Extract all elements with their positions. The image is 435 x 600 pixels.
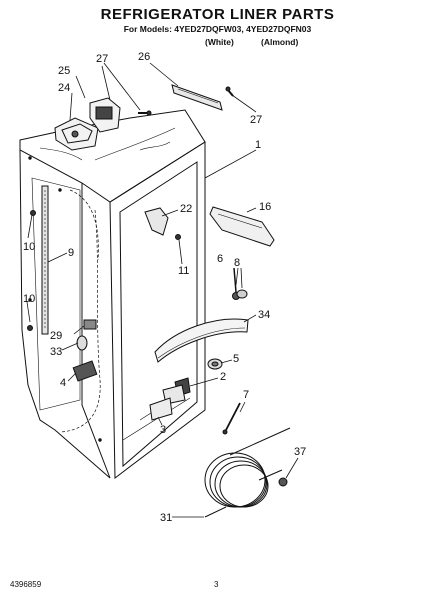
variant-almond-label: (Almond): [261, 37, 299, 47]
part-4: [73, 361, 97, 381]
callout-37: 37: [294, 446, 306, 458]
callout-1: 1: [255, 139, 261, 151]
screw-part-11: [176, 235, 181, 240]
screw-part-27-left: [138, 111, 151, 115]
callout-22: 22: [180, 203, 192, 215]
screw-part-7: [223, 403, 240, 434]
callout-5: 5: [233, 353, 239, 365]
socket-part-29: [84, 320, 96, 329]
callout-34: 34: [258, 309, 270, 321]
control-housing-part-24: [55, 118, 98, 150]
part-3: [150, 398, 172, 420]
screw-part-10-lower: [28, 326, 33, 331]
bracket-part-16: [210, 207, 274, 246]
callout-29: 29: [50, 330, 62, 342]
page-number: 3: [214, 580, 219, 589]
callout-33: 33: [50, 346, 62, 358]
callout-10-lower: 10: [23, 293, 35, 305]
cover-part-34: [155, 319, 248, 362]
callout-24: 24: [58, 82, 70, 94]
screw-part-27-right: [226, 87, 233, 96]
callout-labels: 1 2 3 4 5 6 7 8 9 10 10 11 16 22 24 25 2…: [23, 51, 306, 524]
damper-part-25: [90, 98, 120, 132]
bracket-part-22: [145, 208, 168, 235]
callout-25: 25: [58, 65, 70, 77]
callout-10-upper: 10: [23, 241, 35, 253]
callout-2: 2: [220, 371, 226, 383]
callout-8: 8: [234, 257, 240, 269]
callout-7: 7: [243, 389, 249, 401]
callout-9: 9: [68, 247, 74, 259]
grommet-part-5: [208, 359, 222, 369]
variant-white-label: (White): [205, 37, 234, 47]
callout-31: 31: [160, 512, 172, 524]
vertical-rail-part-9: [42, 186, 48, 334]
callout-4: 4: [60, 377, 66, 389]
callout-16: 16: [259, 201, 271, 213]
model-numbers: For Models: 4YED27DQFW03, 4YED27DQFN03: [123, 24, 312, 34]
coiled-tube-part-31: [205, 428, 290, 517]
screw-part-10-upper: [31, 211, 36, 216]
leader-lines: [27, 63, 298, 517]
callout-27-left: 27: [96, 53, 108, 65]
callout-6: 6: [217, 253, 223, 265]
callout-3: 3: [160, 424, 166, 436]
callout-11: 11: [178, 265, 189, 277]
top-rail-part-26: [172, 85, 222, 110]
part-number: 4396859: [10, 580, 42, 589]
callout-26: 26: [138, 51, 150, 63]
clip-part-8: [237, 290, 247, 298]
bulb-part-33: [77, 336, 87, 350]
callout-27-right: 27: [250, 114, 262, 126]
page-title: REFRIGERATOR LINER PARTS: [100, 6, 335, 23]
nut-part-37: [279, 478, 287, 486]
